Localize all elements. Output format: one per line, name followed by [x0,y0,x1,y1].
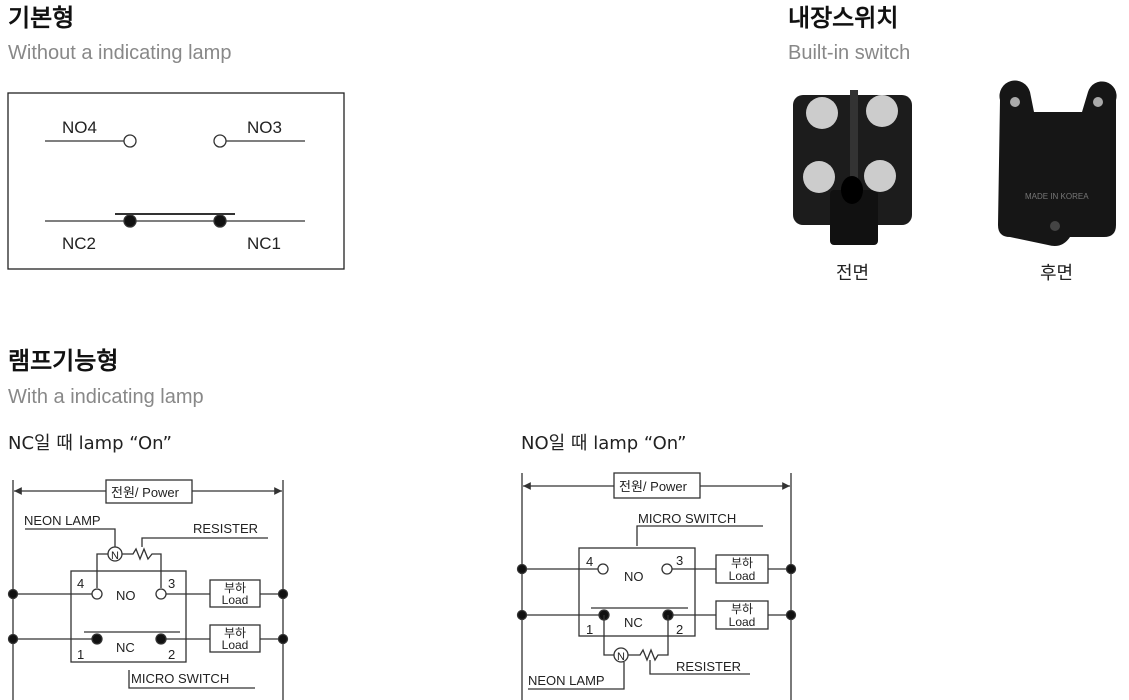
svg-text:부하: 부하 [731,556,753,570]
resistor-icon [122,547,162,588]
power-label: 전원/ Power [111,485,180,500]
resister-label: RESISTER [193,521,258,536]
no-caption: NO일 때 lamp “On” [521,433,687,454]
basic-subtitle: Without a indicating lamp [8,42,232,64]
label-nc1: NC1 [247,234,281,253]
svg-text:2: 2 [676,622,683,637]
svg-text:Load: Load [729,615,756,629]
label-nc2: NC2 [62,234,96,253]
builtin-subtitle: Built-in switch [788,42,911,64]
back-marking: MADE IN KOREA [1025,192,1089,201]
svg-text:Load: Load [222,593,249,607]
svg-text:1: 1 [586,622,593,637]
svg-text:MICRO SWITCH: MICRO SWITCH [638,511,736,526]
svg-text:NC: NC [624,615,643,630]
svg-text:NO: NO [116,588,136,603]
svg-text:3: 3 [676,553,683,568]
svg-text:4: 4 [586,554,593,569]
svg-text:RESISTER: RESISTER [676,659,741,674]
basic-title: 기본형 [8,4,75,32]
svg-text:4: 4 [77,576,84,591]
label-no4: NO4 [62,118,97,137]
nc-lamp-diagram: 전원/ Power NEON LAMP N RESISTER 4 3 NO 부하… [7,479,289,700]
lamp-subtitle: With a indicating lamp [8,386,204,408]
svg-text:NEON LAMP: NEON LAMP [528,673,605,688]
svg-text:부하: 부하 [224,581,246,595]
switch-back-photo: MADE IN KOREA [998,80,1117,246]
svg-text:Load: Load [729,569,756,583]
svg-text:3: 3 [168,576,175,591]
basic-contact-diagram: NO4 NO3 NC2 NC1 [7,92,345,270]
svg-text:2: 2 [168,647,175,662]
svg-text:1: 1 [77,647,84,662]
micro-switch-label: MICRO SWITCH [131,671,229,686]
svg-text:N: N [111,550,119,562]
switch-front-photo [793,90,912,245]
svg-text:NO: NO [624,569,644,584]
builtin-title: 내장스위치 [788,4,899,32]
svg-text:N: N [617,651,625,663]
label-no3: NO3 [247,118,282,137]
svg-text:전원/ Power: 전원/ Power [619,479,688,494]
lamp-title: 램프기능형 [8,347,119,375]
back-label: 후면 [1040,263,1074,284]
neon-lamp-label: NEON LAMP [24,513,101,528]
svg-text:부하: 부하 [731,602,753,616]
nc-caption: NC일 때 lamp “On” [8,433,172,454]
front-label: 전면 [836,263,870,284]
svg-text:Load: Load [222,638,249,652]
svg-text:NC: NC [116,640,135,655]
svg-text:부하: 부하 [224,626,246,640]
no-lamp-diagram: 전원/ Power MICRO SWITCH 4 3 NO 부하 Load 부하… [516,472,797,700]
